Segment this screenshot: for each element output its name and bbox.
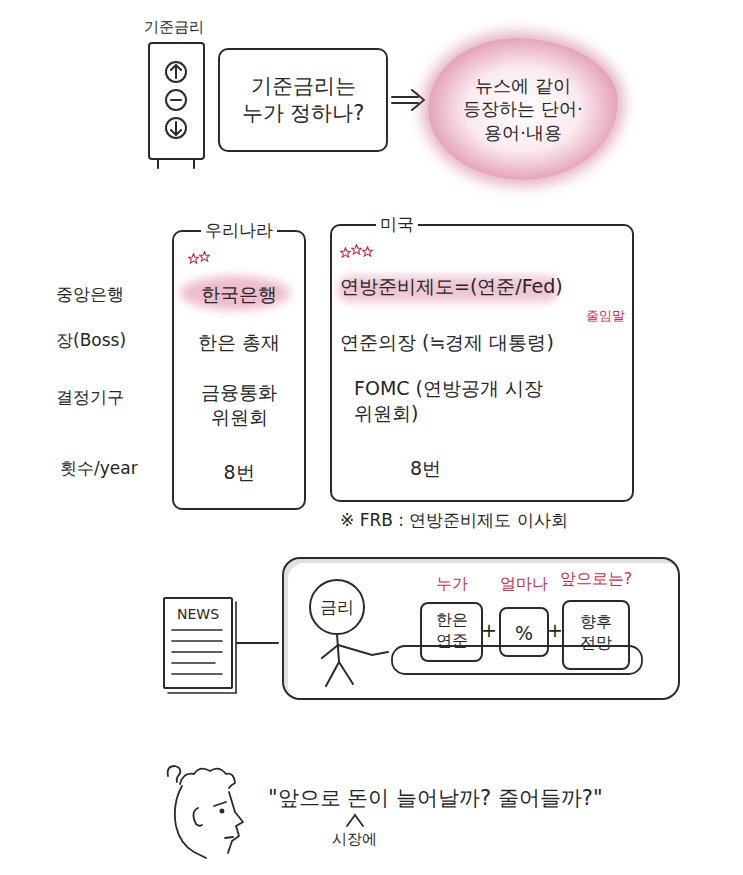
head-back (175, 786, 206, 858)
connector-stroke (392, 97, 418, 103)
paper-shadow (168, 602, 236, 693)
note-label: "앞으로 돈이 늘어날까? 줄어들까?" (268, 786, 603, 811)
outlook-box: 앞으로는?향후 전망 (562, 600, 630, 670)
arms (322, 645, 388, 658)
rate-figure-body (322, 634, 388, 686)
label-text: 향후 전망 (569, 612, 624, 654)
note-label: 결정기구 (56, 387, 124, 407)
device-legs (158, 160, 194, 168)
star (352, 245, 362, 255)
who-box: 누가한은 연준 (420, 602, 483, 662)
label-text: 한은 연준 (427, 610, 477, 652)
double-arrow (392, 90, 424, 110)
rate-device-symbols (158, 62, 194, 168)
label-text: 미국 (376, 213, 418, 235)
text-lines (172, 630, 222, 674)
down-arrow (171, 122, 181, 135)
highlight (180, 276, 290, 310)
label-text: 한국은행 (201, 282, 277, 307)
note-label: ※ FRB : 연방준비제도 이사회 (340, 510, 568, 530)
label-text: 기준금리는 누가 정하나? (228, 73, 378, 128)
usa-column: 미국연방준비제도=(연준/Fed)줄임말연준의장 (≒경제 대통령)FOMC (… (330, 224, 634, 502)
up-button (166, 62, 186, 82)
eye (220, 809, 223, 812)
face-profile (228, 792, 243, 853)
connector-stroke (237, 642, 278, 644)
note-label: + (547, 619, 563, 642)
note-label: 횟수/year (60, 458, 138, 478)
news-lines (168, 602, 236, 693)
legs (326, 662, 353, 686)
label-text: % (515, 621, 533, 646)
korea-column: 우리나라한국은행한은 총재금융통화 위원회8번 (172, 230, 306, 510)
label-text: 기준금리 (144, 18, 204, 38)
label-text: 연준의장 (≒경제 대통령) (340, 330, 554, 355)
ear (193, 808, 202, 826)
insert-caret (347, 815, 363, 826)
down-button (166, 118, 186, 138)
label-text: FOMC (연방공개 시장 위원회) (354, 376, 590, 425)
stars (189, 245, 373, 264)
minus (171, 99, 181, 101)
thinking-face (168, 766, 243, 858)
rate-figure-head: 금리 (309, 579, 365, 635)
label-text: 연방준비제도=(연준/Fed) (340, 274, 563, 299)
label-text: 누가 (436, 574, 468, 595)
question-box: 기준금리는 누가 정하나? (218, 48, 388, 152)
connector-line (237, 643, 278, 644)
star (189, 254, 199, 264)
label-text: 우리나라 (201, 219, 277, 241)
question-curl (168, 766, 181, 782)
label-text: NEWS (177, 605, 219, 623)
note-label: 시장에 (332, 830, 377, 848)
label-text: 앞으로는? (560, 569, 633, 590)
connector-stroke (412, 90, 424, 110)
label-text: 한은 총재 (198, 330, 280, 355)
label-text: 금융통화 위원회 (193, 380, 285, 429)
hair (180, 769, 235, 788)
how-much-box: 얼마나% (499, 607, 549, 657)
note-label: 중앙은행 (56, 284, 124, 304)
label-text: 8번 (410, 456, 441, 481)
body (337, 634, 339, 662)
label-text: 뉴스에 같이 등장하는 단어·용어·내용 (448, 74, 598, 144)
up-arrow (171, 65, 181, 78)
star (341, 248, 351, 258)
star (363, 247, 373, 257)
label-text: 줄임말 (586, 308, 625, 325)
star (200, 252, 210, 262)
label-text: 금리 (320, 596, 354, 618)
label-text: 얼마나 (500, 574, 548, 595)
eyebrow (214, 802, 226, 806)
news-paper: NEWS (163, 597, 233, 689)
news-cloud: 뉴스에 같이 등장하는 단어·용어·내용 (428, 38, 618, 180)
note-label: + (481, 619, 497, 642)
label-text: 8번 (223, 460, 254, 485)
mouth (225, 837, 233, 838)
hold-button (166, 90, 186, 110)
rate-device: 기준금리 (148, 42, 205, 160)
note-label: 장(Boss) (56, 330, 126, 350)
